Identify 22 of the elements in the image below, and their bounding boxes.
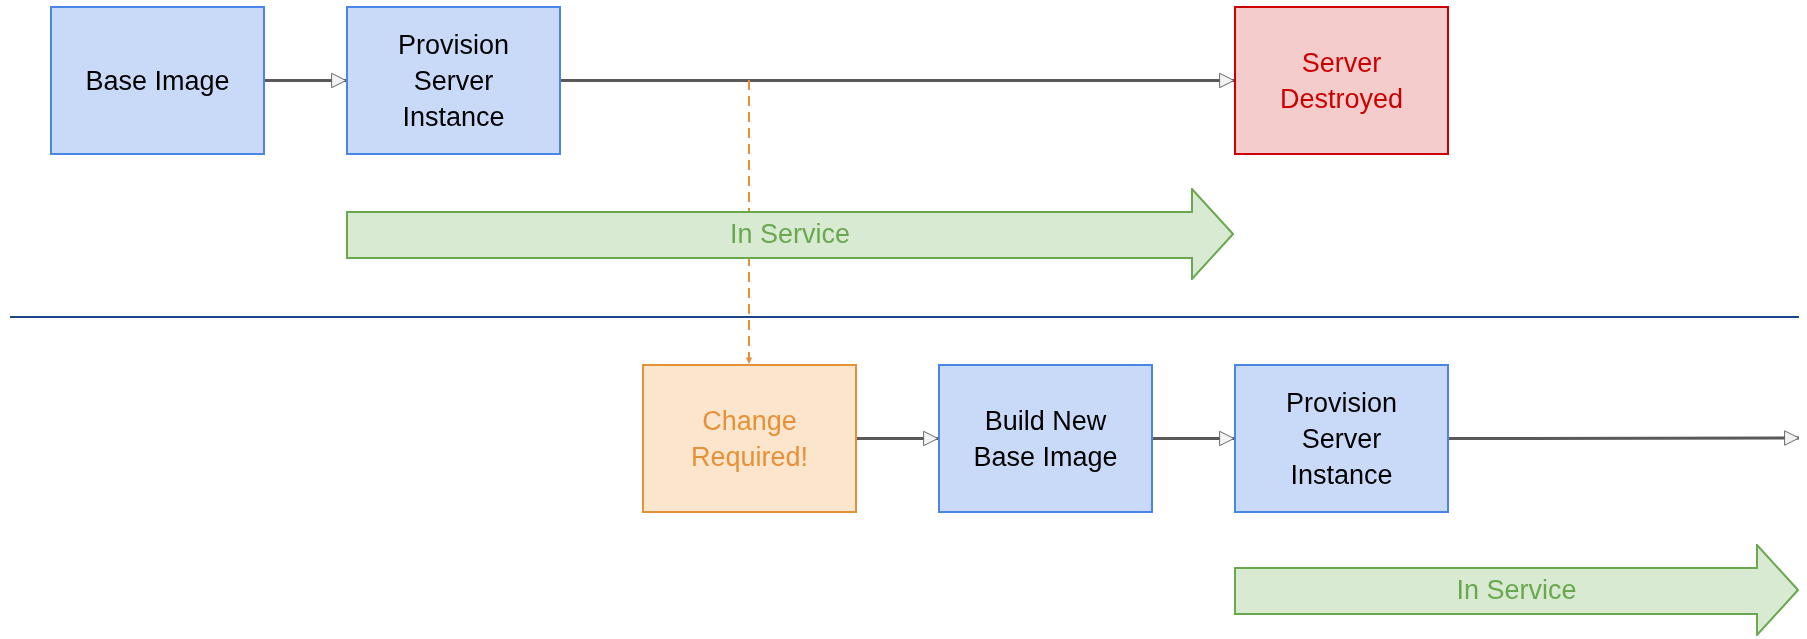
node-label: In Service	[1455, 574, 1578, 607]
node-label: Provision Server Instance	[396, 28, 510, 134]
process-box	[1234, 6, 1449, 155]
block-arrow	[1234, 544, 1799, 636]
process-box	[642, 364, 857, 513]
node-label: In Service	[728, 218, 852, 251]
node-label: Base Image	[84, 64, 231, 98]
process-box	[50, 6, 265, 155]
arrow	[1449, 430, 1800, 446]
node-label: Provision Server Instance	[1284, 386, 1398, 492]
process-box	[938, 364, 1153, 513]
arrow	[561, 72, 1235, 89]
node-label: Build New Base Image	[972, 404, 1119, 474]
arrow	[1153, 430, 1235, 447]
process-box	[346, 6, 561, 155]
arrow	[857, 430, 939, 447]
process-box	[1234, 364, 1449, 513]
block-arrow	[346, 188, 1234, 280]
arrow	[265, 72, 347, 89]
node-label: Server Destroyed	[1278, 46, 1405, 116]
node-label: Change Required!	[689, 404, 810, 474]
dashed-arrow	[745, 79, 753, 365]
